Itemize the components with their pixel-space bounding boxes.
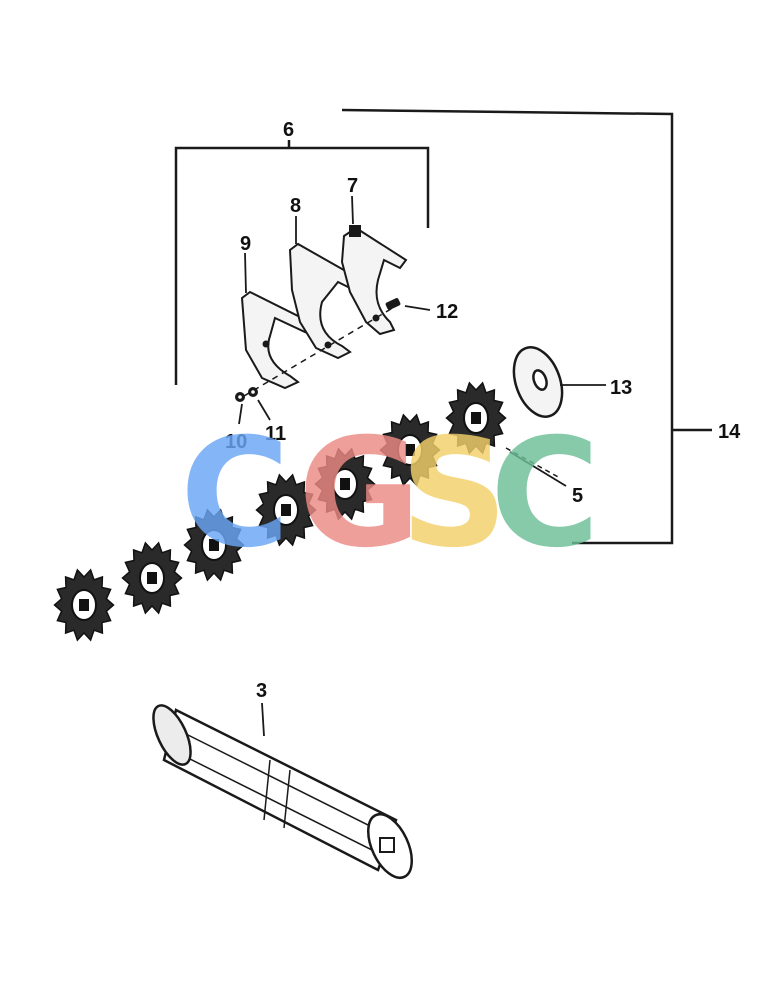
spur-gear — [445, 381, 507, 455]
spur-gear — [314, 447, 376, 521]
callout-3: 3 — [256, 680, 267, 702]
thrust-washer-13 — [512, 346, 564, 418]
watermark-letter-4: C — [490, 407, 600, 581]
shaft-3 — [152, 704, 413, 879]
watermark-logo: C G S C — [180, 407, 600, 581]
group-brackets — [174, 108, 712, 545]
watermark-letter-3: S — [400, 407, 508, 581]
bracket-14 — [341, 108, 674, 545]
callout-labels: 3 5 6 7 8 9 10 11 12 13 14 — [225, 119, 741, 702]
washer-11 — [248, 387, 258, 397]
bracket-6 — [174, 146, 430, 385]
callout-14: 14 — [718, 421, 741, 443]
fork-axis — [243, 305, 397, 397]
spur-gear — [183, 508, 245, 582]
spur-gear — [53, 568, 115, 642]
leader-lines — [238, 195, 606, 737]
watermark-letter-1: C — [180, 407, 290, 581]
fork-plate-9 — [240, 290, 312, 390]
gear-stack-5 — [53, 381, 507, 642]
callout-8: 8 — [290, 195, 301, 217]
callout-6: 6 — [283, 119, 294, 141]
callout-10: 10 — [225, 431, 247, 453]
spur-gear — [121, 541, 183, 615]
callout-13: 13 — [610, 377, 632, 399]
watermark-letter-2: G — [298, 407, 421, 581]
callout-12: 12 — [436, 301, 458, 323]
gear-axis — [505, 447, 561, 479]
callout-11: 11 — [265, 423, 286, 445]
nut-10 — [235, 392, 245, 402]
screw-12 — [385, 298, 401, 310]
fork-plate-7 — [340, 225, 408, 336]
spur-gear — [379, 413, 441, 487]
callout-7: 7 — [347, 175, 358, 197]
callout-9: 9 — [240, 233, 251, 255]
callout-5: 5 — [572, 485, 583, 507]
spur-gear — [255, 473, 317, 547]
